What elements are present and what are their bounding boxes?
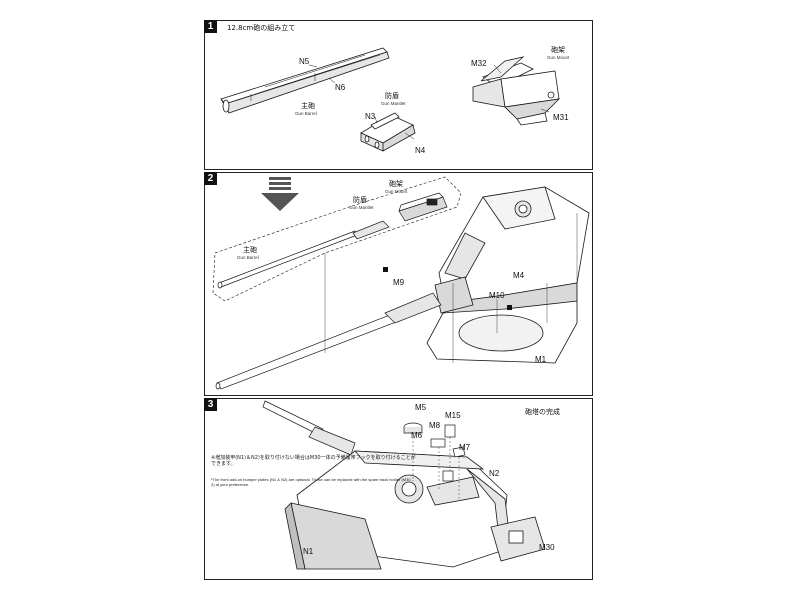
step2-barrel-en: Gun Barrel	[237, 255, 259, 260]
part-m5-label: M5	[415, 403, 427, 412]
step-3-title: 砲塔の完成	[525, 408, 560, 416]
m10-marker-icon	[507, 305, 512, 310]
step1-mantlet-jp: 防盾	[385, 92, 399, 100]
step2-mantlet-jp: 防盾	[353, 196, 367, 204]
part-m15-label: M15	[445, 411, 461, 420]
part-n3-label: N3	[365, 112, 376, 121]
step-1-drawing	[220, 47, 561, 152]
step-2-number: 2	[204, 172, 217, 185]
part-m31-label: M31	[553, 113, 569, 122]
gun-mantlet-part	[360, 112, 416, 152]
step-2-panel: 2	[204, 172, 593, 396]
part-m30-label: M30	[539, 543, 555, 552]
part-n5-label: N5	[299, 57, 310, 66]
assembly-arrow-icon	[261, 177, 299, 211]
step1-mantlet-en: Gun Mantlet	[381, 101, 406, 106]
step-1-title: 12.8cm砲の組み立て	[227, 24, 296, 32]
gun-barrel-part	[220, 47, 390, 114]
part-n6-label: N6	[335, 83, 346, 92]
step2-mount-jp: 砲架	[389, 180, 403, 188]
part-n2-label: N2	[489, 469, 500, 478]
step1-mount-en: Gun Mount	[547, 55, 570, 60]
part-m4-label: M4	[513, 271, 525, 280]
step-3-panel: 3	[204, 398, 593, 580]
step-1-panel: 1	[204, 20, 593, 170]
completed-turret	[284, 450, 546, 570]
step2-mantlet-en: Gun Mantlet	[349, 205, 374, 210]
part-m9-label: M9	[393, 278, 405, 287]
part-m7-label: M7	[459, 443, 471, 452]
step3-note-jp: ※増加装甲(N1)＆N2)を取り付けない場合はM30一体の予備履帯フックを取り付…	[211, 455, 416, 467]
step1-mount-jp: 砲架	[551, 46, 565, 54]
turret-assembly	[426, 186, 590, 364]
gun-mount-part	[472, 56, 561, 126]
part-m6-label: M6	[411, 431, 423, 440]
m9-marker-icon	[383, 267, 388, 272]
step-3-drawing	[262, 400, 546, 570]
step1-barrel-jp: 主砲	[301, 102, 315, 110]
part-n4-label: N4	[415, 146, 426, 155]
part-m8-label: M8	[429, 421, 441, 430]
part-m1-label: M1	[535, 355, 547, 364]
part-n1-label: N1	[303, 547, 314, 556]
part-m10-label: M10	[489, 291, 505, 300]
step3-note-en: *The front add-on bumper plates (N1 & N2…	[211, 477, 414, 487]
step-3-number: 3	[204, 398, 217, 411]
step2-mount-en: Gun Mount	[385, 189, 408, 194]
step-1-number: 1	[204, 20, 217, 33]
step1-barrel-en: Gun Barrel	[295, 111, 317, 116]
step-2-drawing	[212, 176, 590, 390]
step2-barrel-jp: 主砲	[243, 246, 257, 254]
part-m32-label: M32	[471, 59, 487, 68]
